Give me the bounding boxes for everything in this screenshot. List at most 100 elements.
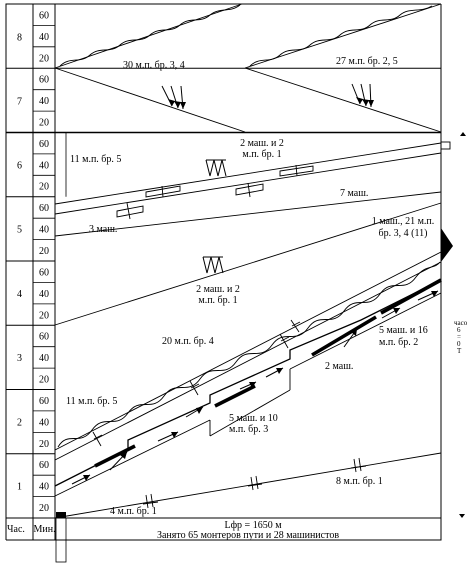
minute-label: 20	[39, 182, 49, 193]
minute-label: 20	[39, 246, 49, 257]
footer-box	[54, 517, 442, 541]
side-note-line: Т	[457, 347, 462, 355]
label-30: 30 м.п. бр. 3, 4	[123, 60, 185, 71]
work-line	[54, 251, 442, 451]
minute-label: 40	[39, 418, 49, 429]
side-note-line: =	[457, 333, 461, 341]
minute-label: 60	[39, 11, 49, 22]
label-8: 8 м.п. бр. 1	[336, 476, 383, 487]
minute-label: 40	[39, 289, 49, 300]
minute-header: Мин.	[34, 524, 56, 535]
minute-label: 60	[39, 139, 49, 150]
minute-ticks	[33, 24, 55, 498]
side-note-line: 0	[457, 340, 461, 348]
hour-label: 2	[17, 418, 22, 429]
diagram-frame	[54, 3, 442, 541]
time-scale	[5, 3, 441, 541]
track-end-box	[440, 141, 451, 150]
hour-label: 4	[17, 289, 22, 300]
label-5m16-a: 5 маш. и 16	[379, 325, 428, 336]
right-edge-marker	[441, 228, 453, 262]
label-11-mid: 11 м.п. бр. 5	[66, 396, 117, 407]
hour-label: 7	[17, 97, 22, 108]
minute-label: 20	[39, 439, 49, 450]
minute-label: 20	[39, 54, 49, 65]
label-20: 20 м.п. бр. 4	[162, 336, 214, 347]
label-2m2-a: 2 маш. и 2	[240, 138, 284, 149]
hour-header: Час.	[7, 524, 25, 535]
minute-label: 60	[39, 332, 49, 343]
label-5m10-b: м.п. бр. 3	[229, 424, 268, 435]
hour-label: 5	[17, 225, 22, 236]
crane-glyph	[205, 159, 227, 177]
minute-label: 20	[39, 118, 49, 129]
label-1m21-b: бр. 3, 4 (11)	[379, 228, 428, 239]
track-line	[54, 142, 442, 205]
progress-arrowheads	[83, 291, 438, 481]
label-3m: 3 маш.	[89, 224, 117, 235]
long-line	[54, 202, 442, 326]
arrows-hours-7	[161, 83, 372, 110]
minute-label: 20	[39, 375, 49, 386]
work-line	[54, 67, 246, 133]
base-ties	[142, 457, 367, 509]
hour-label: 8	[17, 33, 22, 44]
minute-label: 40	[39, 32, 49, 43]
label-11-top: 11 м.п. бр. 5	[70, 154, 121, 165]
label-5m16-b: м.п. бр. 2	[379, 337, 418, 348]
minute-labels: 60 40 20 60 40 20 60 40 20 60 40 20 60 4…	[39, 11, 49, 515]
hour-label: 6	[17, 161, 22, 172]
minute-label: 60	[39, 75, 49, 86]
minute-label: 40	[39, 353, 49, 364]
wave-line	[249, 5, 433, 67]
hour-label: 3	[17, 353, 22, 364]
arrowheads-hours-7	[168, 97, 374, 109]
minute-label: 40	[39, 161, 49, 172]
base-line	[54, 452, 442, 519]
minute-label: 40	[39, 225, 49, 236]
minute-label: 60	[39, 203, 49, 214]
label-2m2-d: м.п. бр. 1	[198, 295, 237, 306]
stepped-line	[54, 279, 442, 487]
work-line	[244, 3, 442, 69]
label-5m10-a: 5 маш. и 10	[229, 413, 278, 424]
start-marker	[56, 512, 66, 518]
label-2m2-b: м.п. бр. 1	[242, 149, 281, 160]
track-line	[54, 191, 442, 237]
work-line	[289, 292, 442, 370]
region-hours-7-8	[54, 3, 442, 133]
work-line	[54, 261, 442, 461]
region-hours-1-3	[54, 251, 442, 519]
minute-label: 40	[39, 96, 49, 107]
work-line	[244, 67, 442, 133]
label-1m21-a: 1 маш., 21 м.п.	[372, 216, 435, 227]
label-4: 4 м.п. бр. 1	[110, 506, 157, 517]
scroll-down-marker	[459, 514, 465, 518]
side-note: часо 6 = 0 Т	[454, 319, 468, 355]
side-note-line: 6	[457, 326, 461, 334]
minute-label: 20	[39, 311, 49, 322]
minute-label: 40	[39, 482, 49, 493]
work-line	[209, 389, 291, 437]
wave-line	[57, 261, 441, 448]
scroll-up-marker	[460, 132, 466, 136]
label-2m: 2 маш.	[325, 361, 353, 372]
minute-label: 60	[39, 396, 49, 407]
work-line	[54, 419, 211, 497]
thick-segments	[94, 278, 442, 468]
label-27: 27 м.п. бр. 2, 5	[336, 56, 398, 67]
minute-label: 60	[39, 460, 49, 471]
start-post	[55, 517, 67, 563]
minute-label: 20	[39, 503, 49, 514]
hour-labels: 8 7 6 5 4 3 2 1	[17, 33, 22, 493]
footer-summary: Занято 65 монтеров пути и 28 машинистов	[157, 530, 339, 541]
cross-ticks	[92, 319, 301, 447]
minute-label: 60	[39, 268, 49, 279]
wave-line	[59, 4, 241, 67]
hour-label: 1	[17, 482, 22, 493]
region-hours-5-6	[54, 141, 451, 326]
label-7m: 7 маш.	[340, 188, 368, 199]
label-2m2-c: 2 маш. и 2	[196, 284, 240, 295]
